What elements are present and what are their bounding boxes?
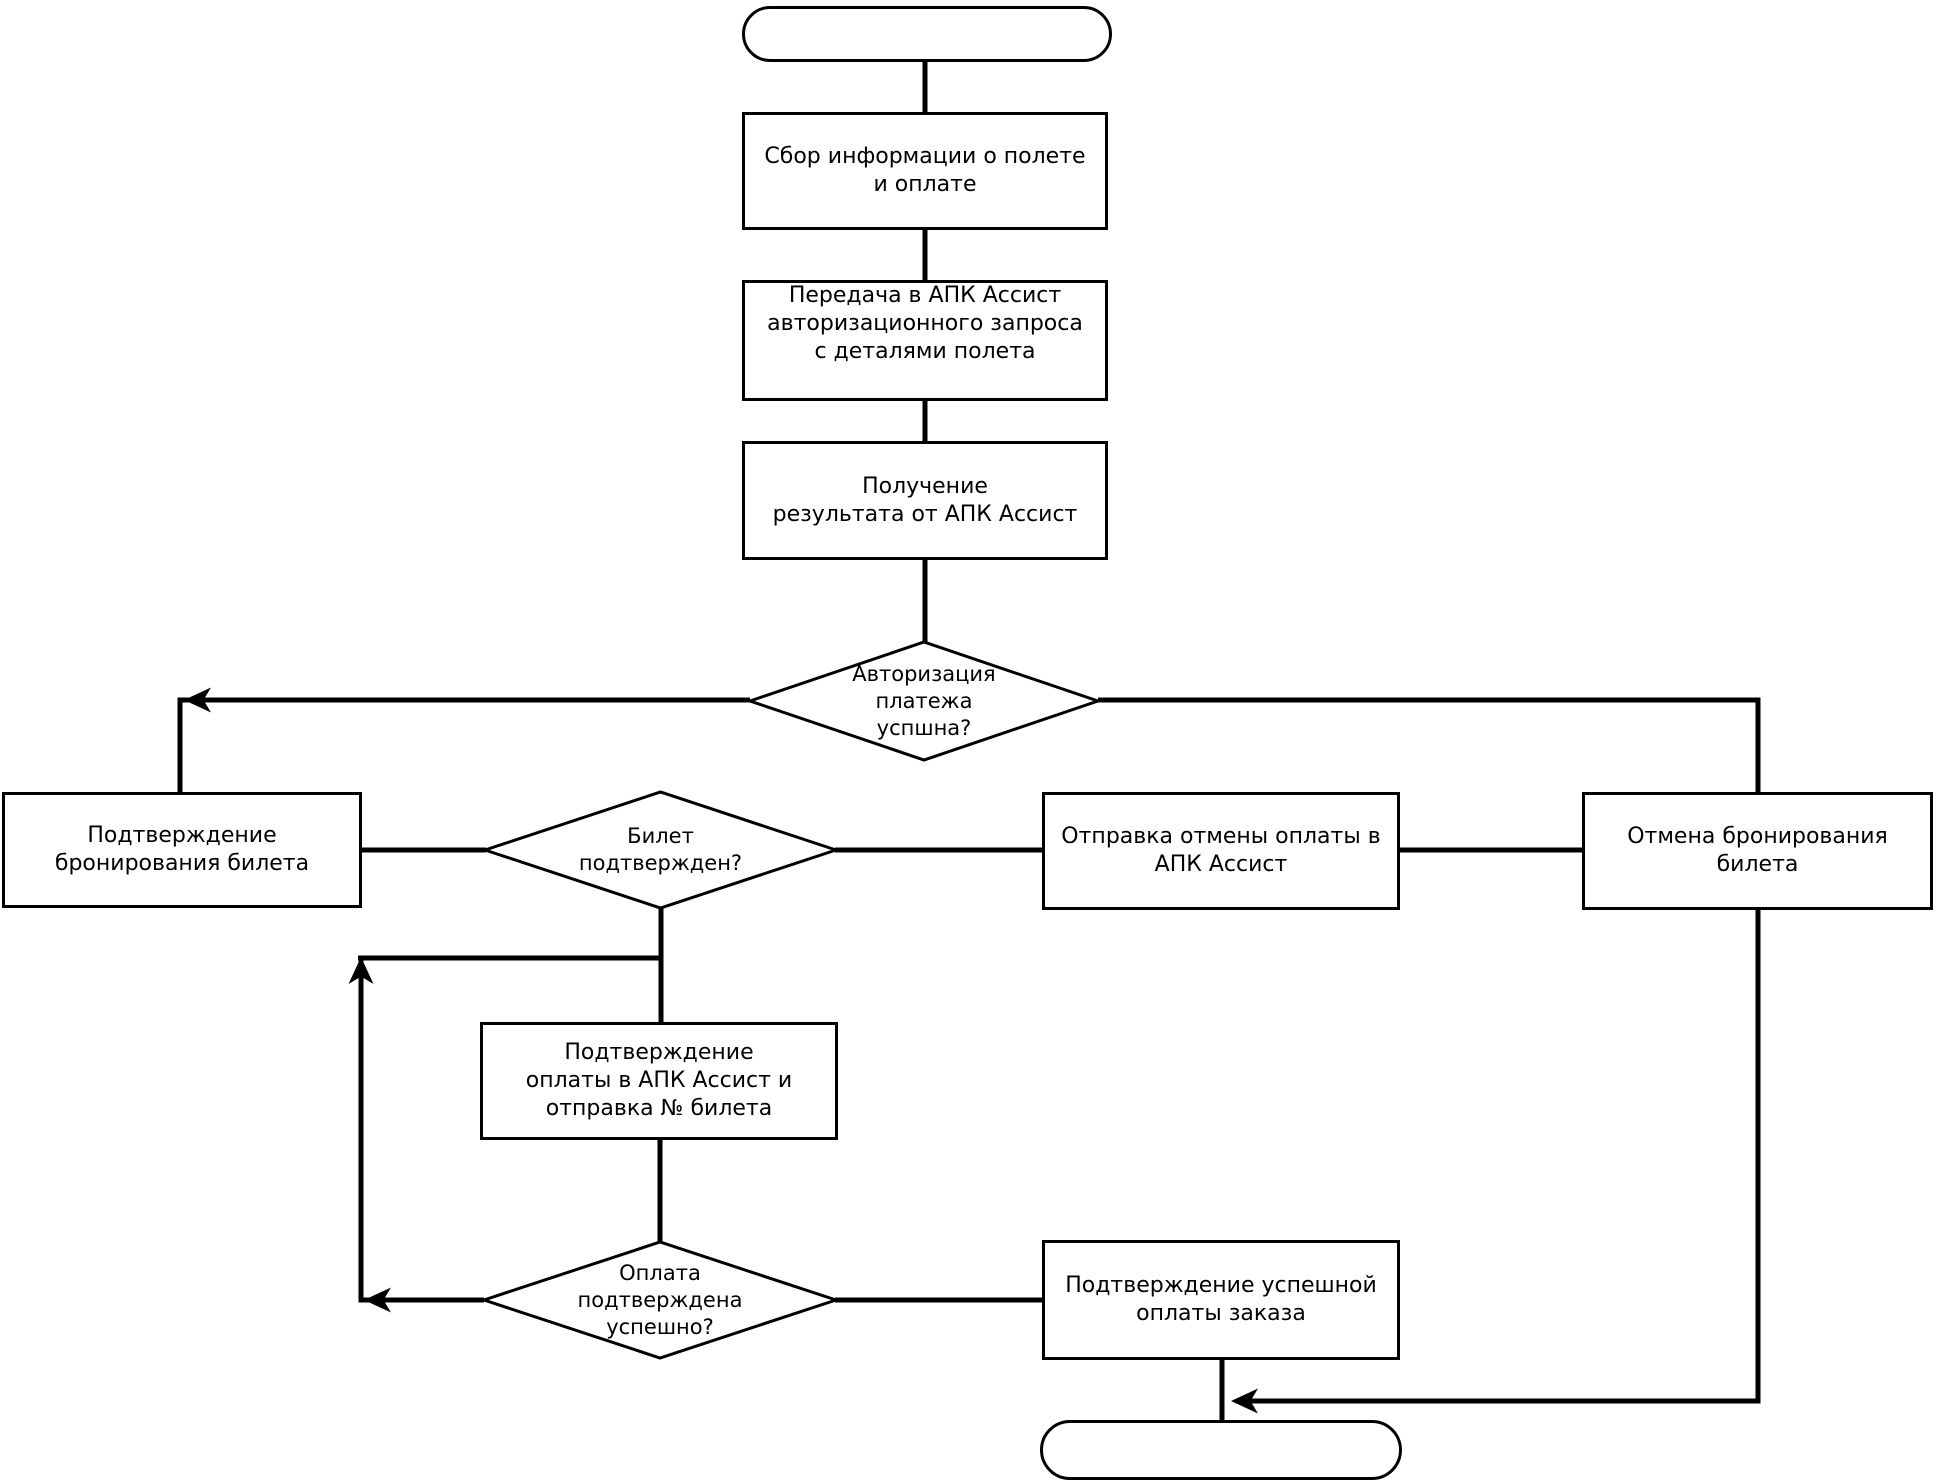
decision-shape [482, 1240, 838, 1360]
node-send-payment-cancel: Отправка отмены оплаты в АПК Ассист [1042, 792, 1400, 910]
node-send-auth-request: Передача в АПК Ассист авторизационного з… [742, 280, 1108, 401]
edge-auth-yes [177, 697, 750, 794]
node-confirm-order-payment: Подтверждение успешной оплаты заказа [1042, 1240, 1400, 1360]
edge-cancelbooking-to-end [1236, 908, 1761, 1404]
node-confirm-booking: Подтверждение бронирования билета [2, 792, 362, 908]
node-start [742, 6, 1112, 62]
arrowhead-loop-up [348, 957, 374, 984]
node-payment-confirmed-decision: Оплата подтверждена успешно? [482, 1240, 838, 1360]
node-collect-info: Сбор информации о полете и оплате [742, 112, 1108, 230]
decision-shape [748, 640, 1100, 762]
node-send-payment-cancel-label: Отправка отмены оплаты в АПК Ассист [1061, 824, 1381, 877]
node-auth-success-label: Авторизация платежа успшна? [852, 661, 996, 740]
node-confirm-payment: Подтверждение оплаты в АПК Ассист и отпр… [480, 1022, 838, 1140]
arrowhead-cancel-to-end [1231, 1388, 1258, 1414]
node-auth-success-decision: Авторизация платежа успшна? [748, 640, 1100, 762]
node-ticket-confirmed-label: Билет подтвержден? [578, 824, 743, 875]
node-receive-result-label: Получение результата от АПК Ассист [772, 473, 1078, 527]
node-collect-info-label: Сбор информации о полете и оплате [764, 144, 1086, 197]
edge-payment-no-loop [358, 960, 484, 1303]
node-end [1040, 1420, 1402, 1480]
node-payment-confirmed-label: Оплата подтверждена успешно? [577, 1260, 743, 1339]
node-confirm-payment-label: Подтверждение оплаты в АПК Ассист и отпр… [525, 1040, 793, 1121]
edge-auth-no [1098, 697, 1761, 794]
decision-shape [483, 790, 838, 910]
node-receive-result: Получение результата от АПК Ассист [742, 441, 1108, 560]
node-confirm-order-payment-label: Подтверждение успешной оплаты заказа [1065, 1273, 1377, 1326]
node-cancel-booking-label: Отмена бронирования билета [1627, 824, 1888, 877]
arrowhead-auth-yes [184, 687, 211, 713]
node-send-auth-request-label: Передача в АПК Ассист авторизационного з… [767, 283, 1083, 364]
node-cancel-booking: Отмена бронирования билета [1582, 792, 1933, 910]
node-ticket-confirmed-decision: Билет подтвержден? [483, 790, 838, 910]
arrowhead-loop-left [364, 1287, 391, 1313]
node-confirm-booking-label: Подтверждение бронирования билета [54, 823, 310, 876]
